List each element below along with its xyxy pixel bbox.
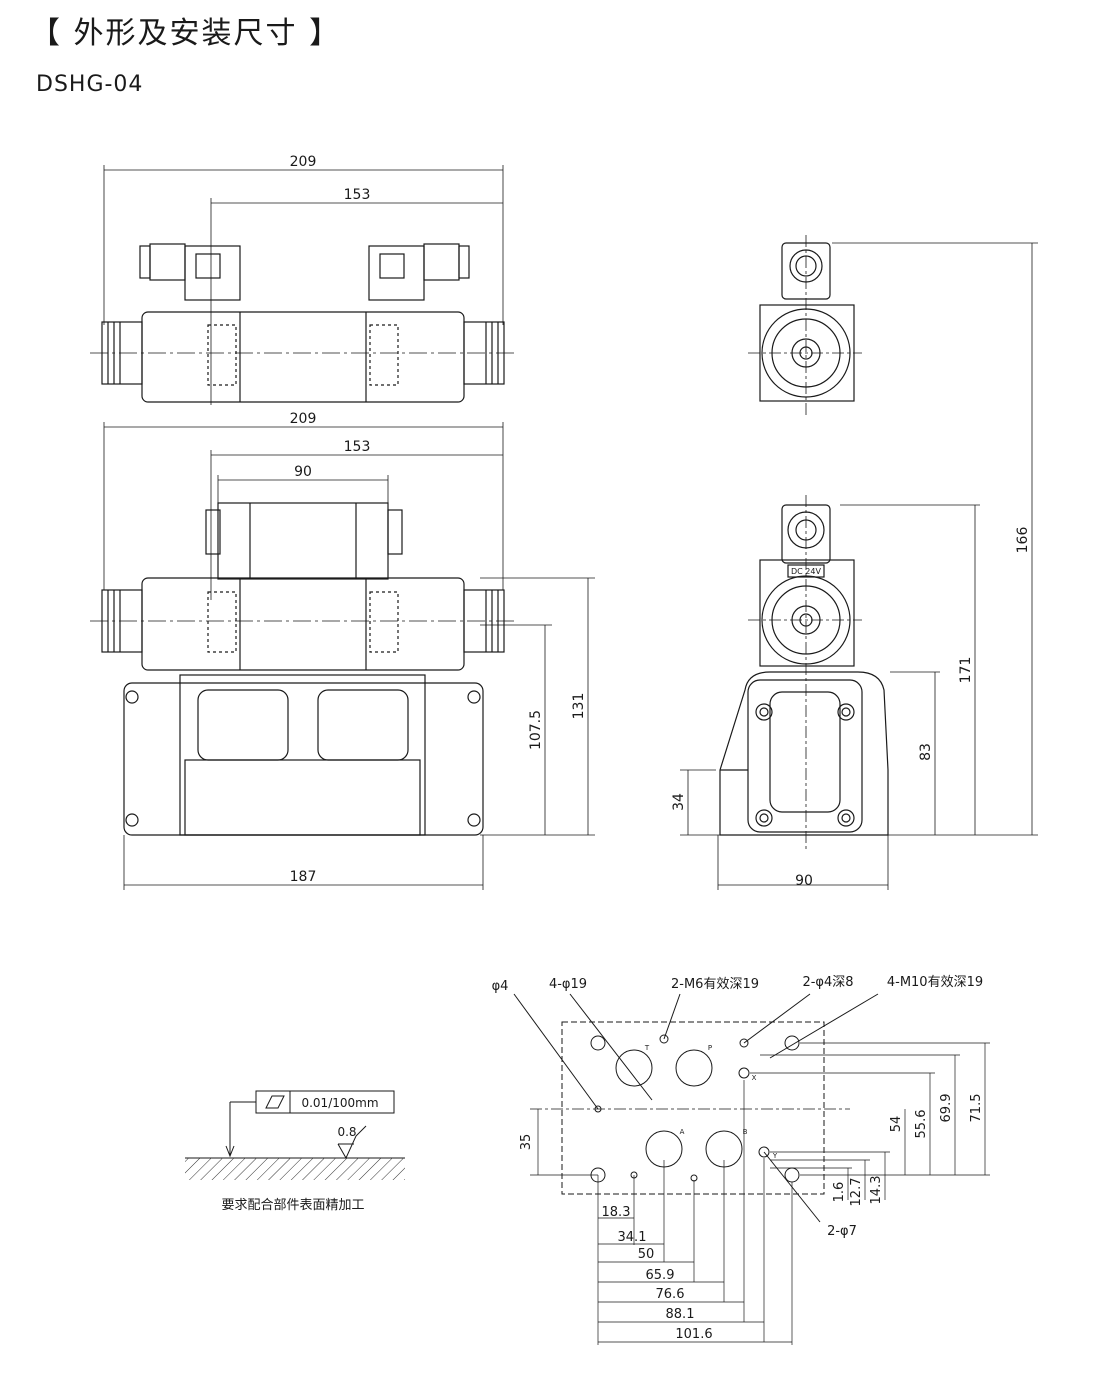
front-view-top (90, 165, 515, 405)
dim-pilot-90: 90 (294, 464, 312, 480)
dim-54: 54 (889, 1116, 904, 1133)
dim-35: 35 (519, 1134, 534, 1151)
dim-front-top-209: 209 (290, 154, 317, 170)
label-2-phi7: 2-φ7 (827, 1224, 857, 1239)
page-heading: 【 外形及安装尺寸 】 (30, 16, 342, 51)
flatness-tolerance: 0.01/100mm (301, 1096, 378, 1110)
dim-50: 50 (638, 1247, 655, 1262)
front-view-bottom (90, 422, 595, 890)
dim-88-1: 88.1 (666, 1307, 695, 1322)
dim-front-bottom-153: 153 (344, 439, 371, 455)
label-2-phi4: 2-φ4深8 (802, 975, 853, 990)
voltage-label: DC 24V (791, 567, 821, 576)
label-phi4: φ4 (492, 979, 509, 994)
dim-12-7: 12.7 (849, 1178, 864, 1207)
port-t: T (644, 1044, 650, 1052)
port-b: B (743, 1128, 748, 1136)
dim-71-5: 71.5 (969, 1094, 984, 1123)
dim-height-166: 166 (1015, 527, 1031, 554)
dim-height-34: 34 (671, 793, 687, 811)
label-4-m10: 4-M10有效深19 (887, 975, 983, 990)
dim-65-9: 65.9 (646, 1268, 675, 1283)
dim-55-6: 55.6 (914, 1110, 929, 1139)
port-x: X (752, 1074, 757, 1082)
label-4-phi19: 4-φ19 (549, 977, 587, 992)
dim-front-bottom-209: 209 (290, 411, 317, 427)
dim-height-107-5: 107.5 (528, 710, 544, 750)
dim-front-top-153: 153 (344, 187, 371, 203)
dim-height-171: 171 (958, 657, 974, 684)
dim-side-width-90: 90 (795, 873, 813, 889)
surface-finish-note: 要求配合部件表面精加工 (221, 1198, 364, 1213)
dim-76-6: 76.6 (656, 1287, 685, 1302)
flatness-callout (185, 1090, 405, 1180)
dim-14-3: 14.3 (869, 1176, 884, 1205)
surface-roughness: 0.8 (337, 1125, 356, 1139)
side-view (680, 235, 1038, 890)
dim-101-6: 101.6 (675, 1327, 712, 1342)
dim-18-3: 18.3 (602, 1205, 631, 1220)
label-2-m6: 2-M6有效深19 (671, 977, 759, 992)
dim-69-9: 69.9 (939, 1094, 954, 1123)
port-a: A (680, 1128, 685, 1136)
dim-34-1: 34.1 (618, 1230, 647, 1245)
dim-height-131: 131 (571, 693, 587, 720)
mounting-surface (513, 993, 990, 1345)
dim-1-6: 1.6 (832, 1182, 847, 1203)
port-p: P (708, 1044, 712, 1052)
port-y: Y (772, 1152, 778, 1160)
dim-height-83: 83 (918, 743, 934, 761)
model-number: DSHG-04 (36, 72, 144, 97)
dim-body-187: 187 (290, 869, 317, 885)
